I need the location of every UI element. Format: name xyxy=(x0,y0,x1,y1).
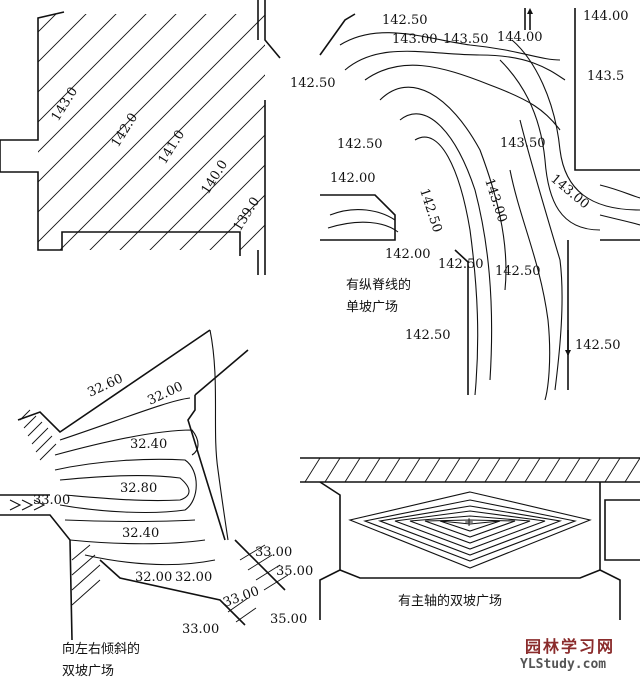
elev-label-32-60: 32.60 xyxy=(85,371,125,400)
caption-br: 有主轴的双坡广场 xyxy=(398,593,502,609)
elev-label-33-00-diag: 33.00 xyxy=(221,584,261,611)
elev-label-142-50-lower-right: 142.50 xyxy=(575,338,621,353)
watermark-line2: YLStudy.com xyxy=(520,657,607,672)
caption-bl-line2: 双坡广场 xyxy=(62,664,114,679)
panel-bottom-right: + 有主轴的双坡广场 xyxy=(300,457,640,620)
elev-label-144-00-mid: 144.00 xyxy=(497,30,543,45)
elev-label-142-50-bottom: 142.50 xyxy=(438,257,484,272)
elev-label-143-00-top: 143.00 xyxy=(392,32,438,47)
elev-label-32-80: 32.80 xyxy=(120,481,157,496)
elev-label-142-50-left: 142.50 xyxy=(290,76,336,91)
caption-tr-line1: 有纵脊线的 xyxy=(346,277,411,293)
elev-label-35-00-bottom: 35.00 xyxy=(270,612,307,627)
elev-label-142-50-lower-left: 142.50 xyxy=(405,328,451,343)
contour-label-143-0: 143.0 xyxy=(49,85,81,125)
caption-bl-line1: 向左右倾斜的 xyxy=(62,641,140,657)
elev-label-33-00-left: 33.00 xyxy=(33,493,70,508)
contour-label-139-0: 139.0 xyxy=(231,195,263,235)
road-hatch-br xyxy=(304,457,640,483)
elev-label-33-00-bottom: 33.00 xyxy=(182,622,219,637)
curb-hatch-left xyxy=(19,409,289,623)
elev-label-35-00-top: 35.00 xyxy=(276,564,313,579)
elev-label-143-00-lower: 142.50 xyxy=(495,264,541,279)
elev-label-142-50-diag: 142.50 xyxy=(416,187,444,235)
elev-label-143-00-diag: 143.00 xyxy=(481,177,509,225)
elev-label-142-50-mid-left: 142.50 xyxy=(337,137,383,152)
elev-label-32-00-bottom-b: 32.00 xyxy=(175,570,212,585)
summit-cross-icon: + xyxy=(464,515,474,529)
elev-label-142-50-top: 142.50 xyxy=(382,13,428,28)
elev-label-143-50-center: 143.50 xyxy=(500,136,546,151)
elev-label-142-00-bottom: 142.00 xyxy=(385,247,431,262)
elev-label-33-00-right-top: 33.00 xyxy=(255,545,292,560)
elev-label-32-40-top: 32.40 xyxy=(130,437,167,452)
caption-tr-line2: 单坡广场 xyxy=(346,300,398,315)
elev-label-143-5: 143.5 xyxy=(587,69,624,84)
elev-label-143-50-top: 143.50 xyxy=(443,32,489,47)
elev-label-144-00-right: 144.00 xyxy=(583,9,629,24)
contour-label-141-0: 141.0 xyxy=(156,128,188,168)
elev-label-142-00-left: 142.00 xyxy=(330,171,376,186)
elev-label-32-00-bottom-a: 32.00 xyxy=(135,570,172,585)
panel-top-right: 142.50 143.00 143.50 144.00 144.00 143.5… xyxy=(290,8,640,401)
plaza-hatch-tl xyxy=(38,14,265,250)
diamond-contours xyxy=(348,491,592,569)
watermark-line1: 园林学习网 xyxy=(525,637,616,656)
elev-label-143-00-right: 143.00 xyxy=(547,172,591,213)
panel-bottom-left: 32.60 32.00 32.40 33.00 32.80 32.40 32.0… xyxy=(0,329,313,679)
elev-label-32-40-bottom: 32.40 xyxy=(122,526,159,541)
contour-label-140-0: 140.0 xyxy=(199,158,231,198)
